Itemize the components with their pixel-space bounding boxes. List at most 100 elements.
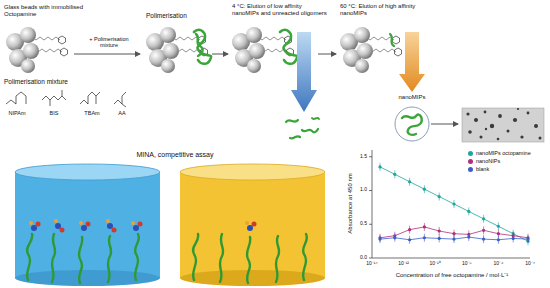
tem-image: [462, 108, 544, 142]
mina-well-blue: [81, 225, 87, 231]
tick-label: 1.0: [352, 187, 367, 193]
mina-well-blue: [107, 223, 113, 229]
section-label: Polimerisation mixture: [4, 78, 104, 85]
chart-series: [452, 202, 455, 205]
mina-well-yellow: [247, 237, 250, 283]
stage-hot-elution: [340, 27, 402, 73]
tem-image: [462, 108, 544, 142]
tem-image: [474, 118, 478, 122]
monomer-structures: [62, 90, 63, 96]
tem-image: [484, 111, 487, 114]
legend-entry: blank: [468, 166, 489, 172]
chart-series: [408, 238, 411, 241]
mina-well-blue: [15, 270, 160, 286]
monomer-label: BIS: [40, 110, 68, 116]
step-arrow: [318, 54, 336, 55]
mina-well-blue: [15, 164, 160, 286]
monomer-structures: [50, 100, 51, 106]
mina-well-yellow: [193, 234, 307, 283]
tem-image: [466, 112, 469, 115]
chart-series: [380, 167, 528, 241]
stage-polimerisation: [196, 34, 203, 56]
chart-axes: [372, 258, 530, 259]
mina-well-blue: [36, 222, 41, 227]
legend-entry: nanoNIPs: [468, 158, 500, 164]
chart-series: [393, 173, 396, 176]
mina-well-blue: [133, 225, 139, 231]
chart-series: [482, 217, 485, 220]
chart-axes: [369, 190, 372, 191]
mina-well-yellow: [276, 236, 279, 282]
mina-well-blue: [135, 234, 139, 280]
tick-label: 10⁻¹⁰: [425, 261, 445, 267]
mina-well-yellow: [180, 164, 325, 286]
monomer-label: NIPAm: [2, 110, 32, 116]
chart-series: [423, 188, 426, 191]
mina-well-blue: [27, 234, 32, 280]
tem-image: [520, 135, 523, 138]
monomer-structures: [6, 92, 26, 104]
tem-image: [497, 138, 500, 141]
chart-series: [526, 238, 529, 241]
monomer-structures: [80, 92, 100, 104]
chart-axes: [369, 156, 372, 157]
tem-image: [513, 118, 517, 122]
legend-text: nanoMIPs octopamine: [476, 150, 531, 156]
section-label: MINA, competitive assay: [100, 151, 250, 159]
chart-series: [423, 236, 426, 239]
chart-series: [452, 238, 455, 241]
legend-text: blank: [476, 166, 489, 172]
mina-well-blue: [29, 219, 143, 233]
mina-well-yellow: [247, 225, 253, 231]
chart-series: [467, 210, 470, 213]
axis-title: Concentration of free octopamine / mol·L…: [372, 272, 532, 279]
stage-label: 60 °C: Elution of high affinity nanoMIPs: [340, 3, 428, 17]
mina-well-yellow: [303, 234, 307, 280]
legend-swatch: [468, 159, 473, 164]
tick-label: 0.0: [352, 255, 367, 261]
stage-hot-elution: [390, 34, 394, 46]
chart-series: [512, 237, 515, 240]
mina-well-blue: [138, 222, 143, 227]
stage-cold-elution: [312, 118, 319, 119]
tem-image: [527, 112, 530, 115]
chart-series: [438, 237, 441, 240]
mina-well-blue: [106, 219, 110, 223]
monomer-structures: [114, 92, 126, 104]
legend-swatch: [468, 151, 473, 156]
tem-image: [534, 124, 538, 128]
tem-image: [539, 137, 542, 140]
stage-hot-elution: [395, 107, 429, 141]
stage-hot-elution: [340, 27, 429, 141]
mina-well-yellow: [180, 172, 325, 278]
monomer-structures: [96, 96, 97, 104]
stage-cold-elution: [290, 136, 300, 138]
chart-series: [378, 238, 381, 241]
mina-well-blue: [31, 225, 37, 231]
mina-well-blue: [29, 221, 33, 225]
chart-axes: [372, 150, 373, 258]
axis-title: Absorbance at 450 nm: [347, 153, 354, 253]
product-label: nanoMIPs: [386, 94, 438, 101]
mina-well-blue: [131, 221, 135, 225]
stage-label: Polimerisation: [146, 12, 212, 19]
tick-label: 0.5: [352, 221, 367, 227]
stage-glass-beads: [6, 27, 68, 73]
mina-well-blue: [27, 234, 139, 283]
chart-axes: [369, 224, 372, 225]
chart-series: [438, 229, 441, 232]
tem-image: [507, 130, 510, 133]
chart-series: [452, 232, 455, 235]
tick-label: 10⁻⁸: [457, 261, 477, 267]
mina-well-blue: [79, 221, 83, 225]
mina-well-blue: [79, 237, 82, 283]
step-arrow: [74, 54, 140, 55]
stage-cold-elution: [302, 129, 318, 132]
stage-label: Glass beads with immobilised Octopamine: [4, 4, 84, 18]
chart-series: [438, 195, 441, 198]
stage-label: 4 °C: Elution of low affinity nanoMIPs a…: [232, 3, 328, 17]
tem-image: [485, 128, 487, 130]
tick-label: 10⁻⁴: [520, 261, 540, 267]
